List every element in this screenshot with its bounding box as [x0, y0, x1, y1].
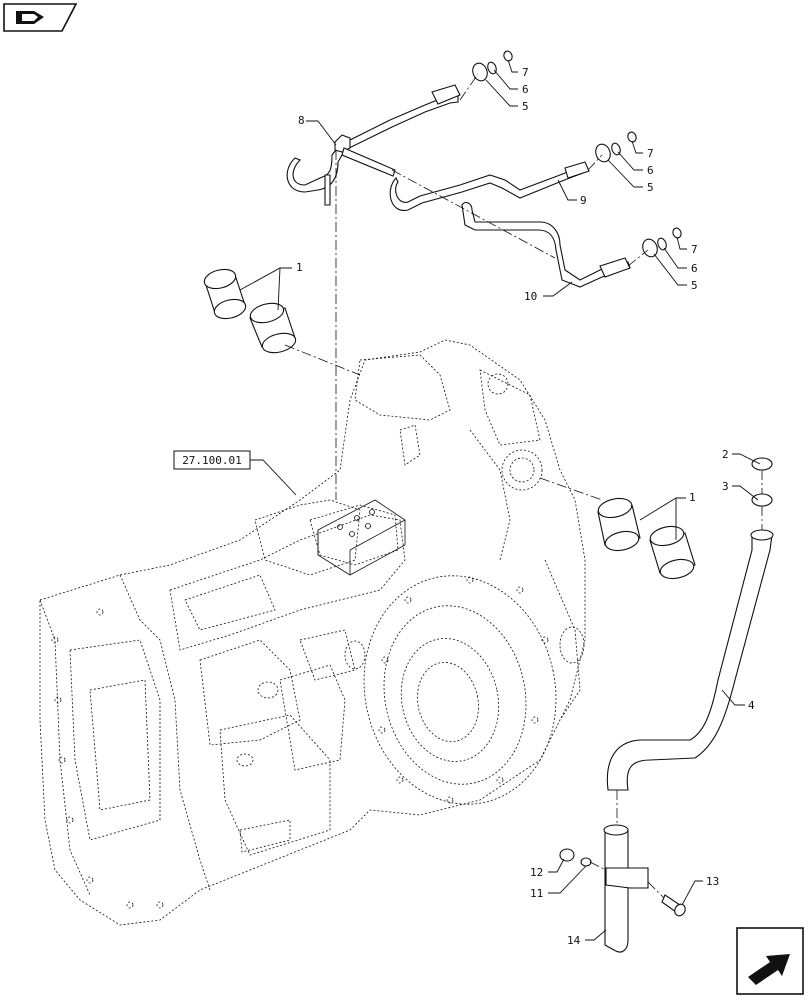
nut-12 [559, 848, 575, 862]
pipe-10 [461, 201, 631, 288]
o-ring-3 [751, 493, 773, 507]
callout-5: 5 [647, 181, 654, 194]
callout-14: 14 [567, 934, 581, 947]
callout-7: 7 [522, 66, 529, 79]
pipe-4 [606, 529, 774, 791]
bushing-pair-upper [203, 268, 297, 354]
o-ring-2 [751, 457, 773, 471]
callout-7: 7 [647, 147, 654, 160]
callout-2: 2 [722, 448, 729, 461]
callout-6: 6 [691, 262, 698, 275]
fitting-group-b [595, 131, 637, 163]
book-navigation-icon[interactable] [3, 3, 78, 32]
next-page-arrow-icon[interactable] [736, 927, 804, 995]
callout-leaders [239, 59, 761, 941]
reference-label: 27.100.01 [182, 454, 242, 467]
callout-5: 5 [691, 279, 698, 292]
bolt-13 [661, 894, 686, 917]
valve-block [317, 499, 406, 576]
callout-9: 9 [580, 194, 587, 207]
callout-13: 13 [706, 875, 719, 888]
bushing-pair-lower [597, 497, 696, 580]
callout-1: 1 [689, 491, 696, 504]
reference-box-27-100-01[interactable]: 27.100.01 [173, 450, 297, 496]
callout-6: 6 [522, 83, 529, 96]
callout-3: 3 [722, 480, 729, 493]
pipe-9 [389, 161, 590, 211]
callout-5: 5 [522, 100, 529, 113]
callout-8: 8 [298, 114, 305, 127]
callout-7: 7 [691, 243, 698, 256]
fitting-group-a [472, 50, 513, 82]
washer-11 [580, 857, 592, 867]
callout-11: 11 [530, 887, 543, 900]
callout-10: 10 [524, 290, 537, 303]
pipe-14 [603, 824, 649, 953]
callout-1: 1 [296, 261, 303, 274]
callout-12: 12 [530, 866, 543, 879]
assembly-lines [284, 73, 763, 899]
transmission-housing [39, 339, 586, 926]
callout-6: 6 [647, 164, 654, 177]
callout-labels: 1 1 2 3 4 5 5 5 6 6 6 7 7 7 8 9 10 11 12… [296, 66, 755, 947]
callout-4: 4 [748, 699, 755, 712]
fitting-group-c [642, 227, 682, 258]
pipe-8 [286, 84, 461, 206]
